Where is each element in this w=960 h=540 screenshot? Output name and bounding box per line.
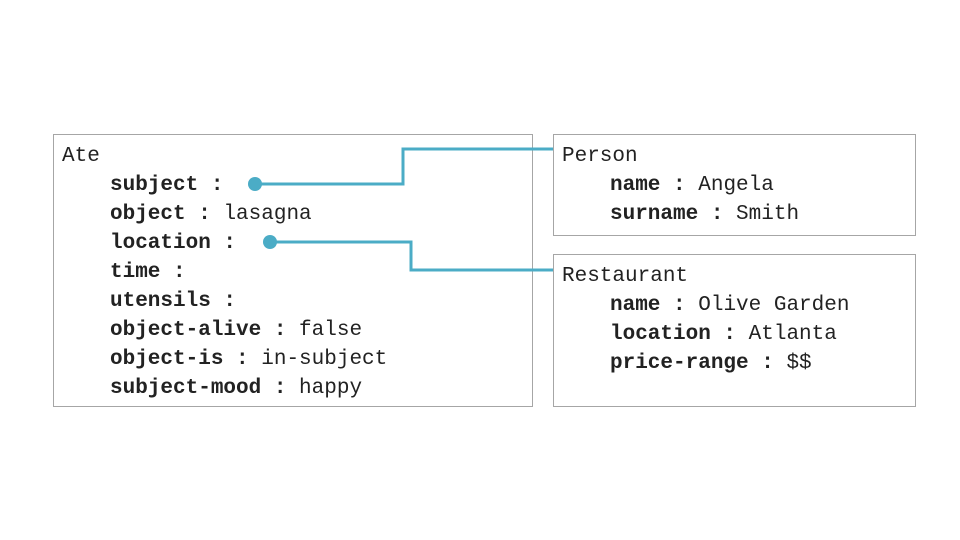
slot-name: location xyxy=(610,323,711,346)
person-slot-list: name : Angela surname : Smith xyxy=(610,171,799,229)
slot-name: name : Angela xyxy=(610,171,799,200)
slot-location: location : Atlanta xyxy=(610,320,849,349)
slot-name: name xyxy=(610,294,661,317)
slot-utensils: utensils : xyxy=(110,287,387,316)
slot-separator: : xyxy=(223,348,262,371)
slot-name: time xyxy=(110,261,161,284)
ate-slot-list: subject : object : lasagna location : ti… xyxy=(110,171,387,403)
slot-object-alive: object-alive : false xyxy=(110,316,387,345)
slot-separator: : xyxy=(160,261,199,284)
slot-separator: : xyxy=(198,174,237,197)
slot-subject-mood: subject-mood : happy xyxy=(110,374,387,403)
slot-time: time : xyxy=(110,258,387,287)
slot-name: object-is xyxy=(110,348,224,371)
slot-separator: : xyxy=(261,319,300,342)
slot-value: false xyxy=(299,319,363,342)
slot-value: lasagna xyxy=(223,203,312,226)
slot-name: object xyxy=(110,203,186,226)
frame-title-person: Person xyxy=(562,145,638,168)
slot-name: surname xyxy=(610,203,699,226)
slot-separator: : xyxy=(698,203,737,226)
frame-person: Person name : Angela surname : Smith xyxy=(553,134,916,236)
slot-object-is: object-is : in-subject xyxy=(110,345,387,374)
slot-object: object : lasagna xyxy=(110,200,387,229)
slot-name: subject xyxy=(110,174,199,197)
slot-name: name xyxy=(610,174,661,197)
slot-separator: : xyxy=(710,323,749,346)
slot-location: location : xyxy=(110,229,387,258)
slot-surname: surname : Smith xyxy=(610,200,799,229)
frame-title-ate: Ate xyxy=(62,145,100,168)
slot-value: $$ xyxy=(786,352,812,375)
slot-separator: : xyxy=(261,377,300,400)
slot-name: name : Olive Garden xyxy=(610,291,849,320)
slot-name: utensils xyxy=(110,290,211,313)
slot-separator: : xyxy=(185,203,224,226)
slot-name: object-alive xyxy=(110,319,262,342)
slot-value: in-subject xyxy=(261,348,388,371)
slot-value: Atlanta xyxy=(748,323,837,346)
slot-separator: : xyxy=(210,290,249,313)
slot-name: location xyxy=(110,232,211,255)
slot-subject: subject : xyxy=(110,171,387,200)
slot-value: Angela xyxy=(698,174,774,197)
restaurant-slot-list: name : Olive Garden location : Atlanta p… xyxy=(610,291,849,378)
slot-value: Smith xyxy=(736,203,800,226)
slot-separator: : xyxy=(210,232,249,255)
slot-separator: : xyxy=(660,174,699,197)
slot-value: happy xyxy=(299,377,363,400)
slot-name: price-range xyxy=(610,352,749,375)
slot-price-range: price-range : $$ xyxy=(610,349,849,378)
slot-separator: : xyxy=(748,352,787,375)
frame-title-restaurant: Restaurant xyxy=(562,265,689,288)
frame-restaurant: Restaurant name : Olive Garden location … xyxy=(553,254,916,407)
frame-ate: Ate subject : object : lasagna location … xyxy=(53,134,533,407)
slot-separator: : xyxy=(660,294,699,317)
slot-name: subject-mood xyxy=(110,377,262,400)
slot-value: Olive Garden xyxy=(698,294,850,317)
